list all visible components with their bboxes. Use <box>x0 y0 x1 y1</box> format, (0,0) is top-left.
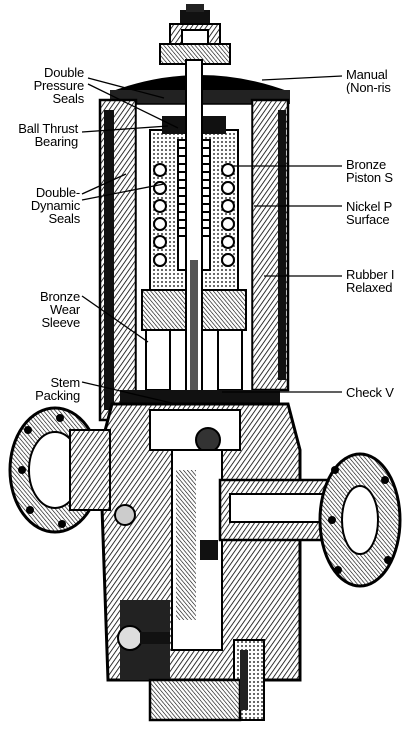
label-ball-thrust-bearing: Ball Thrust Bearing <box>18 121 78 149</box>
label-manual: Manual (Non-ris <box>346 68 391 94</box>
top-nut <box>159 4 231 65</box>
left-flange <box>8 406 136 534</box>
label-rubber: Rubber I Relaxed <box>346 268 395 294</box>
label-check-valve: Check V <box>346 386 394 399</box>
label-stem-packing: Stem Packing <box>35 375 80 403</box>
actuator-housing <box>98 59 290 422</box>
valve-body <box>98 402 302 722</box>
leader-lines <box>81 75 343 405</box>
label-double-pressure-seals: Double Pressure Seals <box>33 65 85 106</box>
side-wheel <box>117 625 248 710</box>
label-double-dynamic-seals: Double- Dynamic Seals <box>30 185 80 226</box>
right-flange <box>218 452 402 588</box>
label-bronze-piston: Bronze Piston S <box>346 158 393 184</box>
label-nickel: Nickel P Surface <box>346 200 393 226</box>
label-bronze-wear-sleeve: Bronze Wear Sleeve <box>40 289 80 330</box>
